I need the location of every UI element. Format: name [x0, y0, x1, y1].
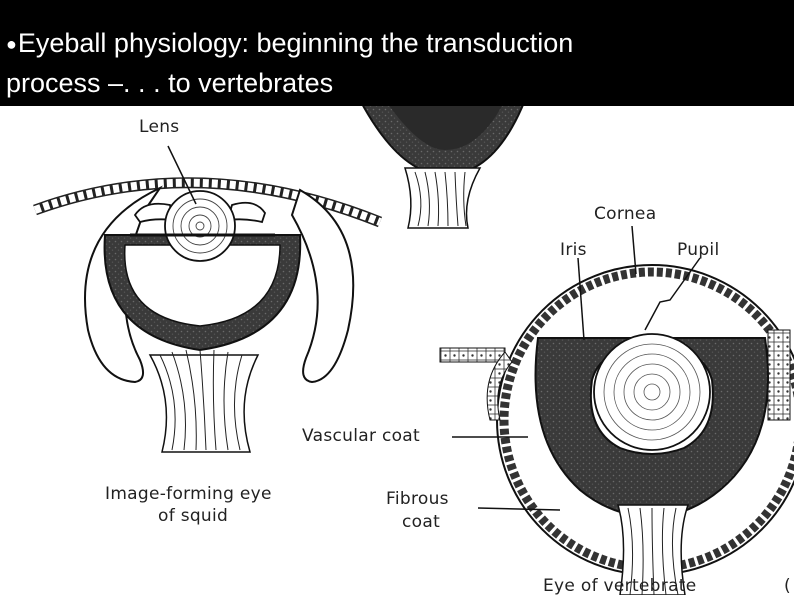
- conjunctiva-strip: [439, 347, 506, 363]
- squid-caption-line2: of squid: [158, 506, 229, 526]
- lens-pointer: [167, 145, 197, 205]
- edge-mark: (: [784, 576, 791, 596]
- vascular-coat-label: Vascular coat: [302, 426, 420, 446]
- cornea-label: Cornea: [594, 204, 657, 224]
- fibrous-coat-pointer: [477, 507, 561, 511]
- fibrous-coat-label-line2: coat: [402, 512, 441, 532]
- iris-pointer: [577, 257, 585, 341]
- vertebrate-caption: Eye of vertebrate: [543, 576, 697, 596]
- slide-title-bar: ●Eyeball physiology: beginning the trans…: [0, 0, 794, 106]
- upper-eye-fragment: [358, 99, 527, 229]
- fibrous-coat-label-line1: Fibrous: [386, 489, 449, 509]
- vertebrate-lens: [593, 333, 711, 451]
- lens-label: Lens: [139, 117, 180, 137]
- cornea-pointer: [631, 225, 637, 275]
- vertebrate-eye: [439, 264, 794, 595]
- squid-lens: [164, 190, 236, 262]
- pupil-label: Pupil: [677, 240, 720, 260]
- slide-title-text-1: Eyeball physiology: beginning the transd…: [17, 28, 574, 58]
- squid-eye: [33, 177, 383, 453]
- bullet-icon: ●: [6, 34, 17, 54]
- slide-title-line2: process –. . . to vertebrates: [6, 68, 334, 98]
- squid-right-cartilage: [290, 188, 355, 384]
- slide-title-line1: ●Eyeball physiology: beginning the trans…: [6, 24, 794, 64]
- pupil-pointer: [644, 257, 701, 331]
- iris-label: Iris: [560, 240, 587, 260]
- squid-caption-line1: Image-forming eye: [105, 484, 272, 504]
